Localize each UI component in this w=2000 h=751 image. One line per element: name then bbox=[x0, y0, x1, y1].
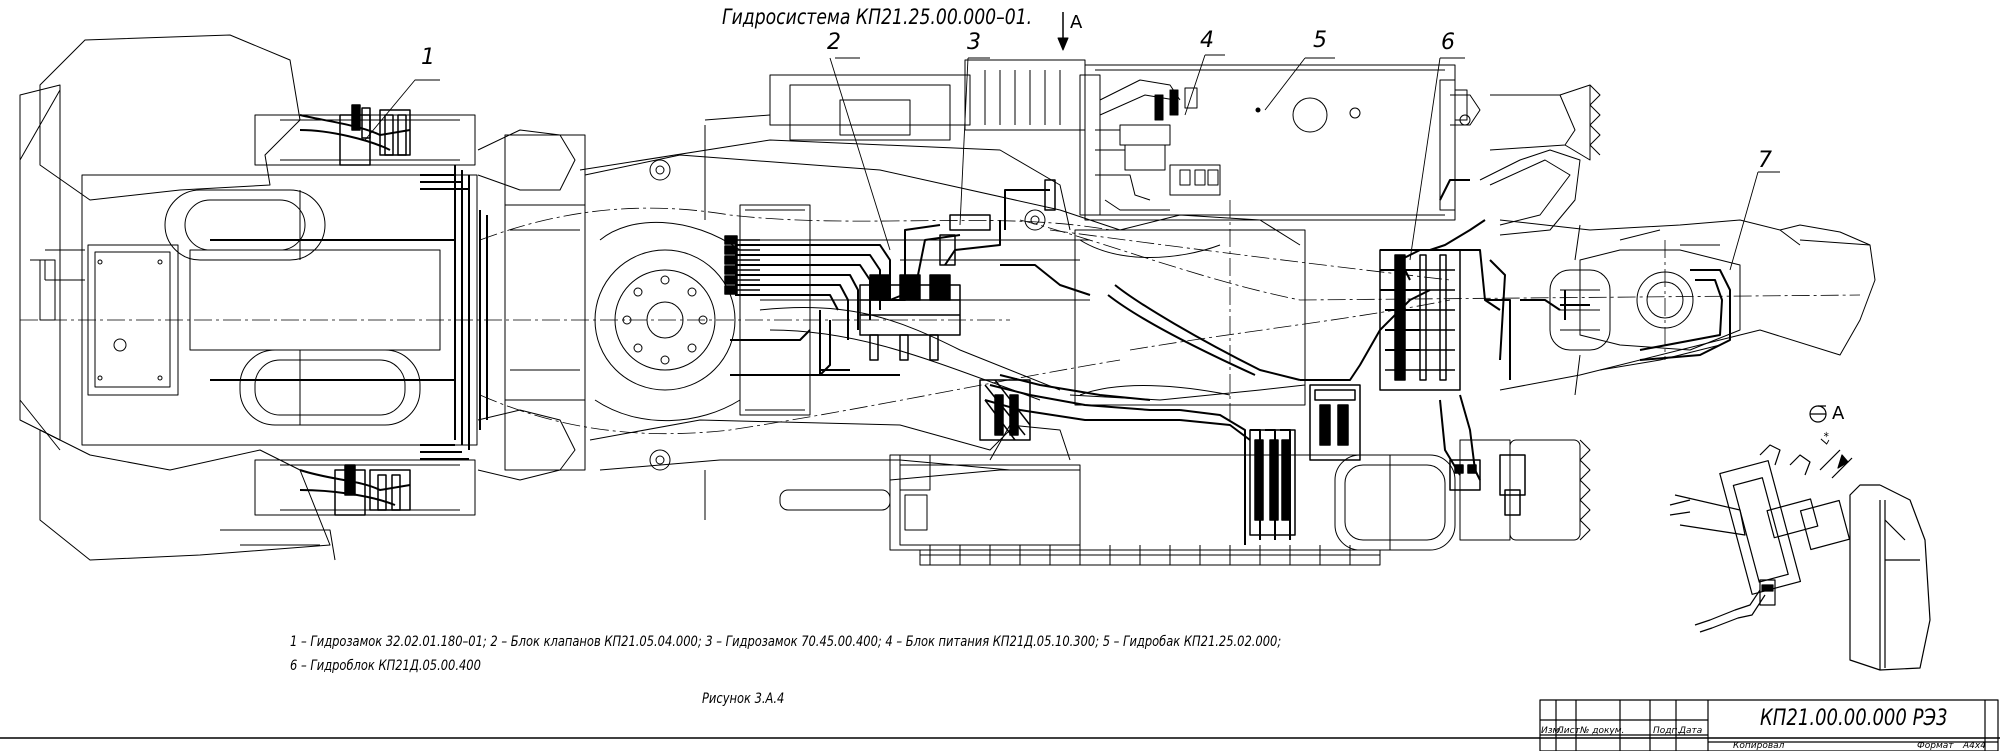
valve-blocks bbox=[334, 104, 1526, 536]
figure-caption: Рисунок 3.А.4 bbox=[702, 691, 785, 707]
view-arrow-a bbox=[1057, 12, 1069, 51]
drawing-title: Гидросистема КП21.25.00.000–01. bbox=[722, 5, 1033, 29]
legend-line-1: 1 – Гидрозамок 32.02.01.180–01; 2 – Блок… bbox=[290, 634, 1282, 650]
callout-5: 5 bbox=[1313, 28, 1327, 53]
view-marker-label: А bbox=[1070, 12, 1083, 33]
detail-view-a bbox=[1669, 405, 1931, 671]
tb-header-doc: № докум. bbox=[1580, 726, 1625, 736]
callout-7: 7 bbox=[1758, 148, 1772, 173]
hydraulic-tank bbox=[1084, 64, 1481, 221]
lower-frame bbox=[889, 439, 1591, 566]
detail-view-label: А bbox=[1832, 403, 1845, 424]
tb-header-izm: Изм. bbox=[1541, 726, 1563, 736]
callout-2: 2 bbox=[827, 30, 841, 55]
title-block bbox=[0, 699, 2000, 751]
power-block bbox=[1079, 74, 1221, 216]
tb-header-date: Дата bbox=[1679, 726, 1703, 736]
legend-line-2: 6 – Гидроблок КП21Д.05.00.400 bbox=[290, 658, 481, 674]
callout-6: 6 bbox=[1441, 30, 1455, 55]
callout-3: 3 bbox=[967, 30, 981, 55]
callout-1: 1 bbox=[421, 45, 435, 70]
callout-4: 4 bbox=[1200, 28, 1214, 53]
tb-format-value: А4х4 bbox=[1963, 741, 1986, 751]
right-boom bbox=[1479, 84, 1876, 396]
callout-leaders bbox=[364, 54, 1780, 271]
chassis-left bbox=[19, 34, 586, 561]
tb-format-label: Формат bbox=[1917, 741, 1954, 751]
centerlines bbox=[20, 200, 1861, 435]
tb-copied: Копировал bbox=[1733, 741, 1785, 751]
tb-header-list: Лист bbox=[1557, 726, 1580, 736]
document-designation: КП21.00.00.000 РЭ3 bbox=[1760, 706, 1948, 731]
tb-header-sign: Подп. bbox=[1653, 726, 1681, 736]
